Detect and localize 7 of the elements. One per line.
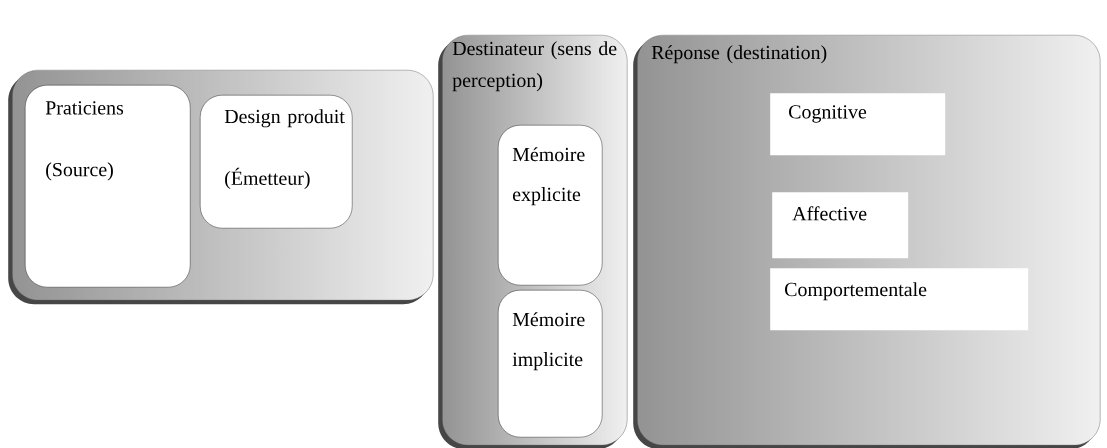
label-box: Cognitive bbox=[770, 93, 946, 156]
rounded-box: Design produit (Émetteur) bbox=[200, 95, 353, 229]
rounded-box: Praticiens (Source) bbox=[25, 85, 191, 288]
label-box: Comportementale bbox=[770, 268, 1029, 331]
rounded-box: Mémoire implicite bbox=[498, 290, 603, 438]
rounded-box: Mémoire explicite bbox=[498, 125, 603, 286]
label-box: Affective bbox=[772, 192, 909, 259]
